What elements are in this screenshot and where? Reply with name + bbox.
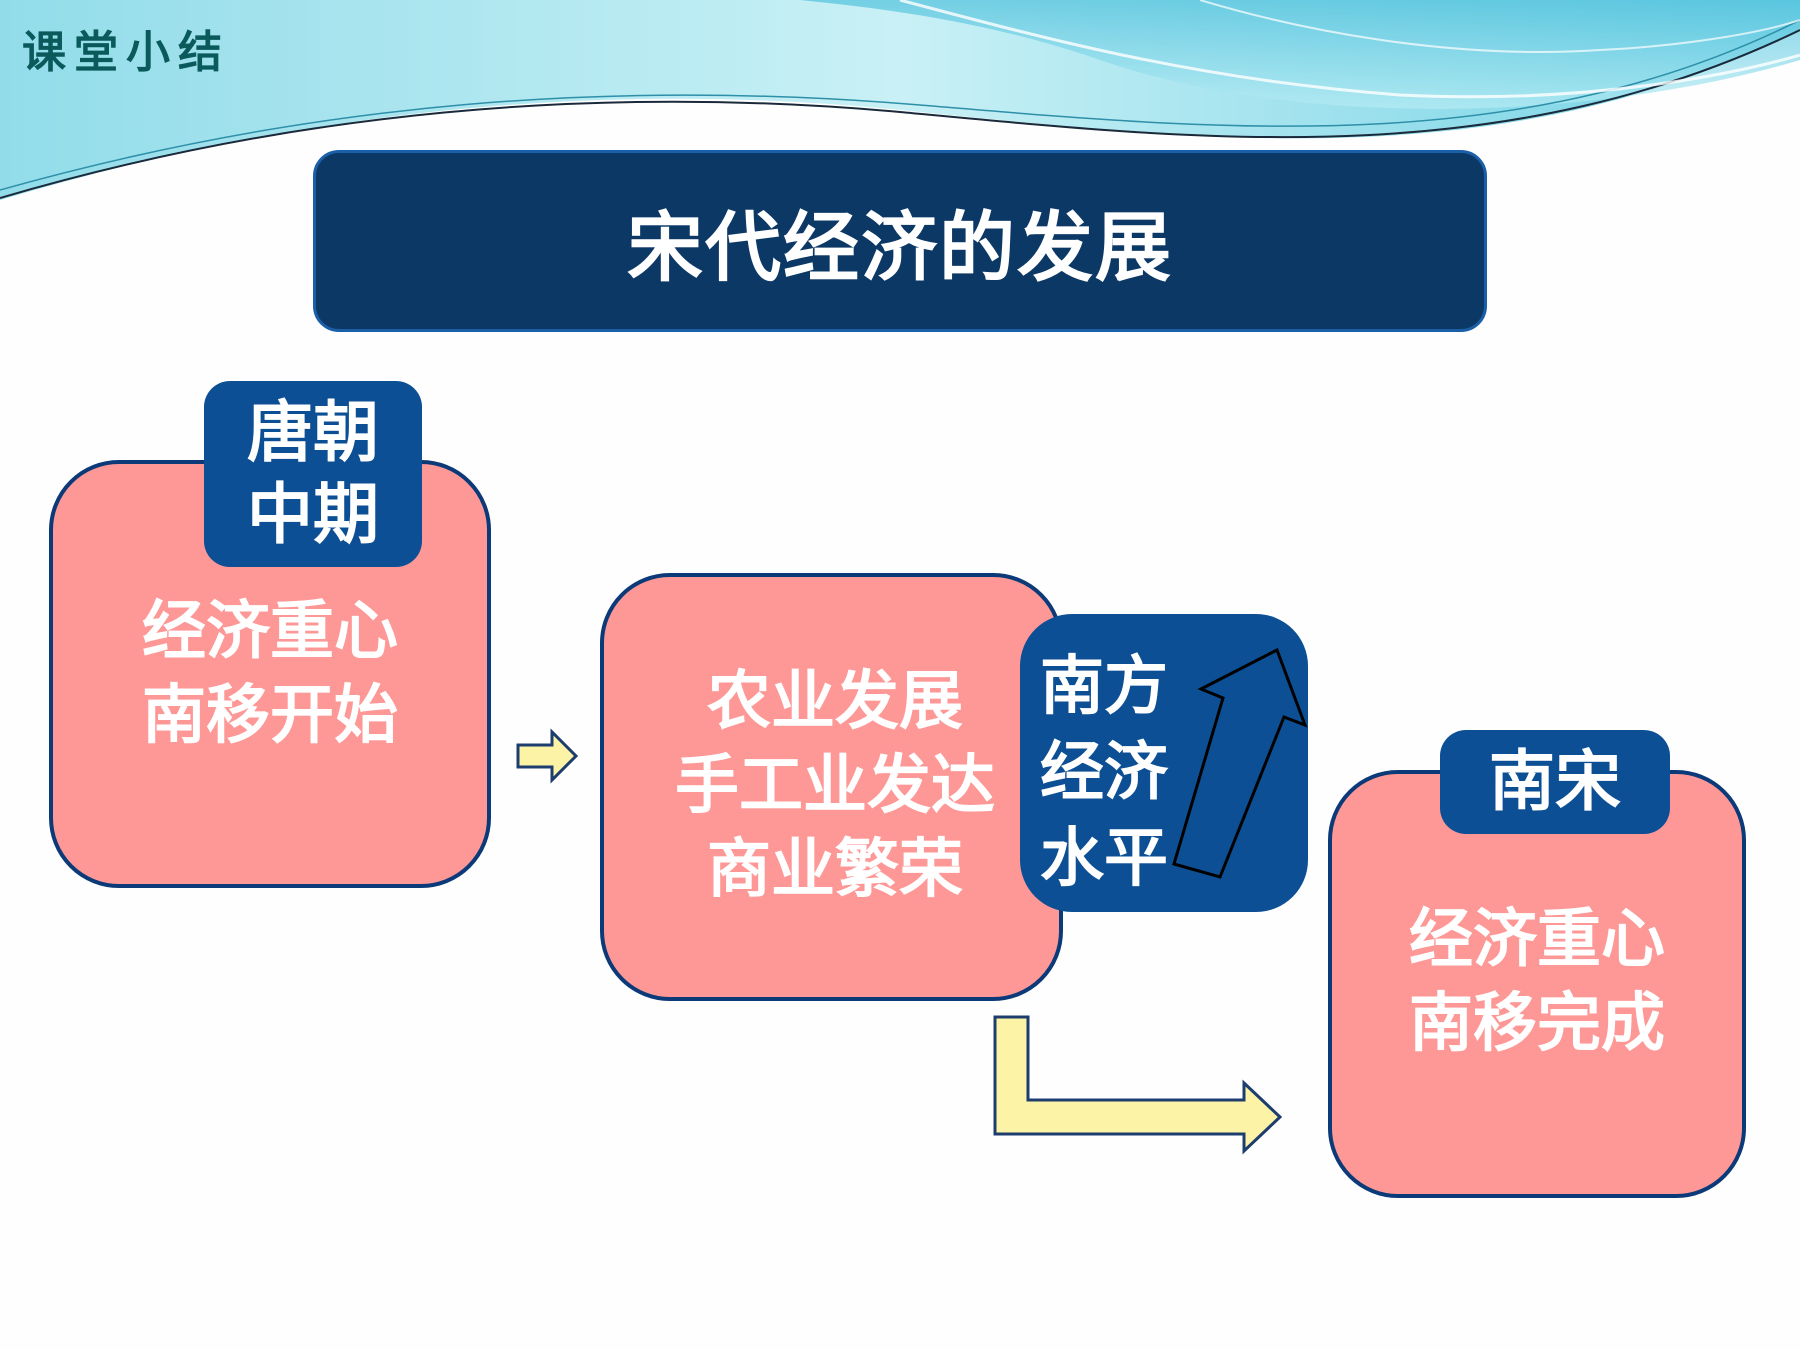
stage2-tag-line: 南方 bbox=[1040, 650, 1168, 724]
stage3-body-line: 南移完成 bbox=[1409, 987, 1665, 1061]
stage2-body-line: 手工业发达 bbox=[675, 749, 995, 823]
stage1-tag-line: 唐朝 bbox=[247, 394, 379, 471]
corner-label: 课堂小结 bbox=[22, 27, 230, 78]
stage3-body-text: 经济重心 南移完成 bbox=[1328, 898, 1746, 1066]
stage1-body-text: 经济重心 南移开始 bbox=[49, 590, 491, 758]
stage1-tag-text: 唐朝 中期 bbox=[204, 392, 422, 556]
stage2-tag-text: 南方 经济 水平 bbox=[1040, 644, 1180, 902]
stage3-body-line: 经济重心 bbox=[1409, 903, 1665, 977]
page-title: 宋代经济的发展 bbox=[627, 203, 1173, 292]
stage3-tag bbox=[1440, 730, 1670, 834]
stage1-tag bbox=[204, 381, 422, 567]
stage2-body-line: 商业繁荣 bbox=[707, 833, 963, 907]
elbow-arrow-icon bbox=[993, 1015, 1283, 1155]
stage2-body-line: 农业发展 bbox=[707, 665, 963, 739]
title-box: 宋代经济的发展 bbox=[313, 150, 1487, 332]
header-wave-decoration bbox=[0, 0, 1800, 200]
stage3-box bbox=[1328, 770, 1746, 1198]
right-arrow-icon bbox=[516, 728, 579, 784]
stage2-body-text: 农业发展 手工业发达 商业繁荣 bbox=[635, 660, 1035, 912]
stage2-box bbox=[600, 573, 1063, 1001]
stage1-body-line: 经济重心 bbox=[142, 595, 398, 669]
stage1-body-line: 南移开始 bbox=[142, 679, 398, 753]
stage1-tag-line: 中期 bbox=[247, 476, 379, 553]
stage2-tag-line: 水平 bbox=[1040, 822, 1168, 896]
stage3-tag-text: 南宋 bbox=[1440, 741, 1670, 823]
stage3-tag-line: 南宋 bbox=[1489, 743, 1621, 820]
stage2-tag-line: 经济 bbox=[1040, 736, 1168, 810]
